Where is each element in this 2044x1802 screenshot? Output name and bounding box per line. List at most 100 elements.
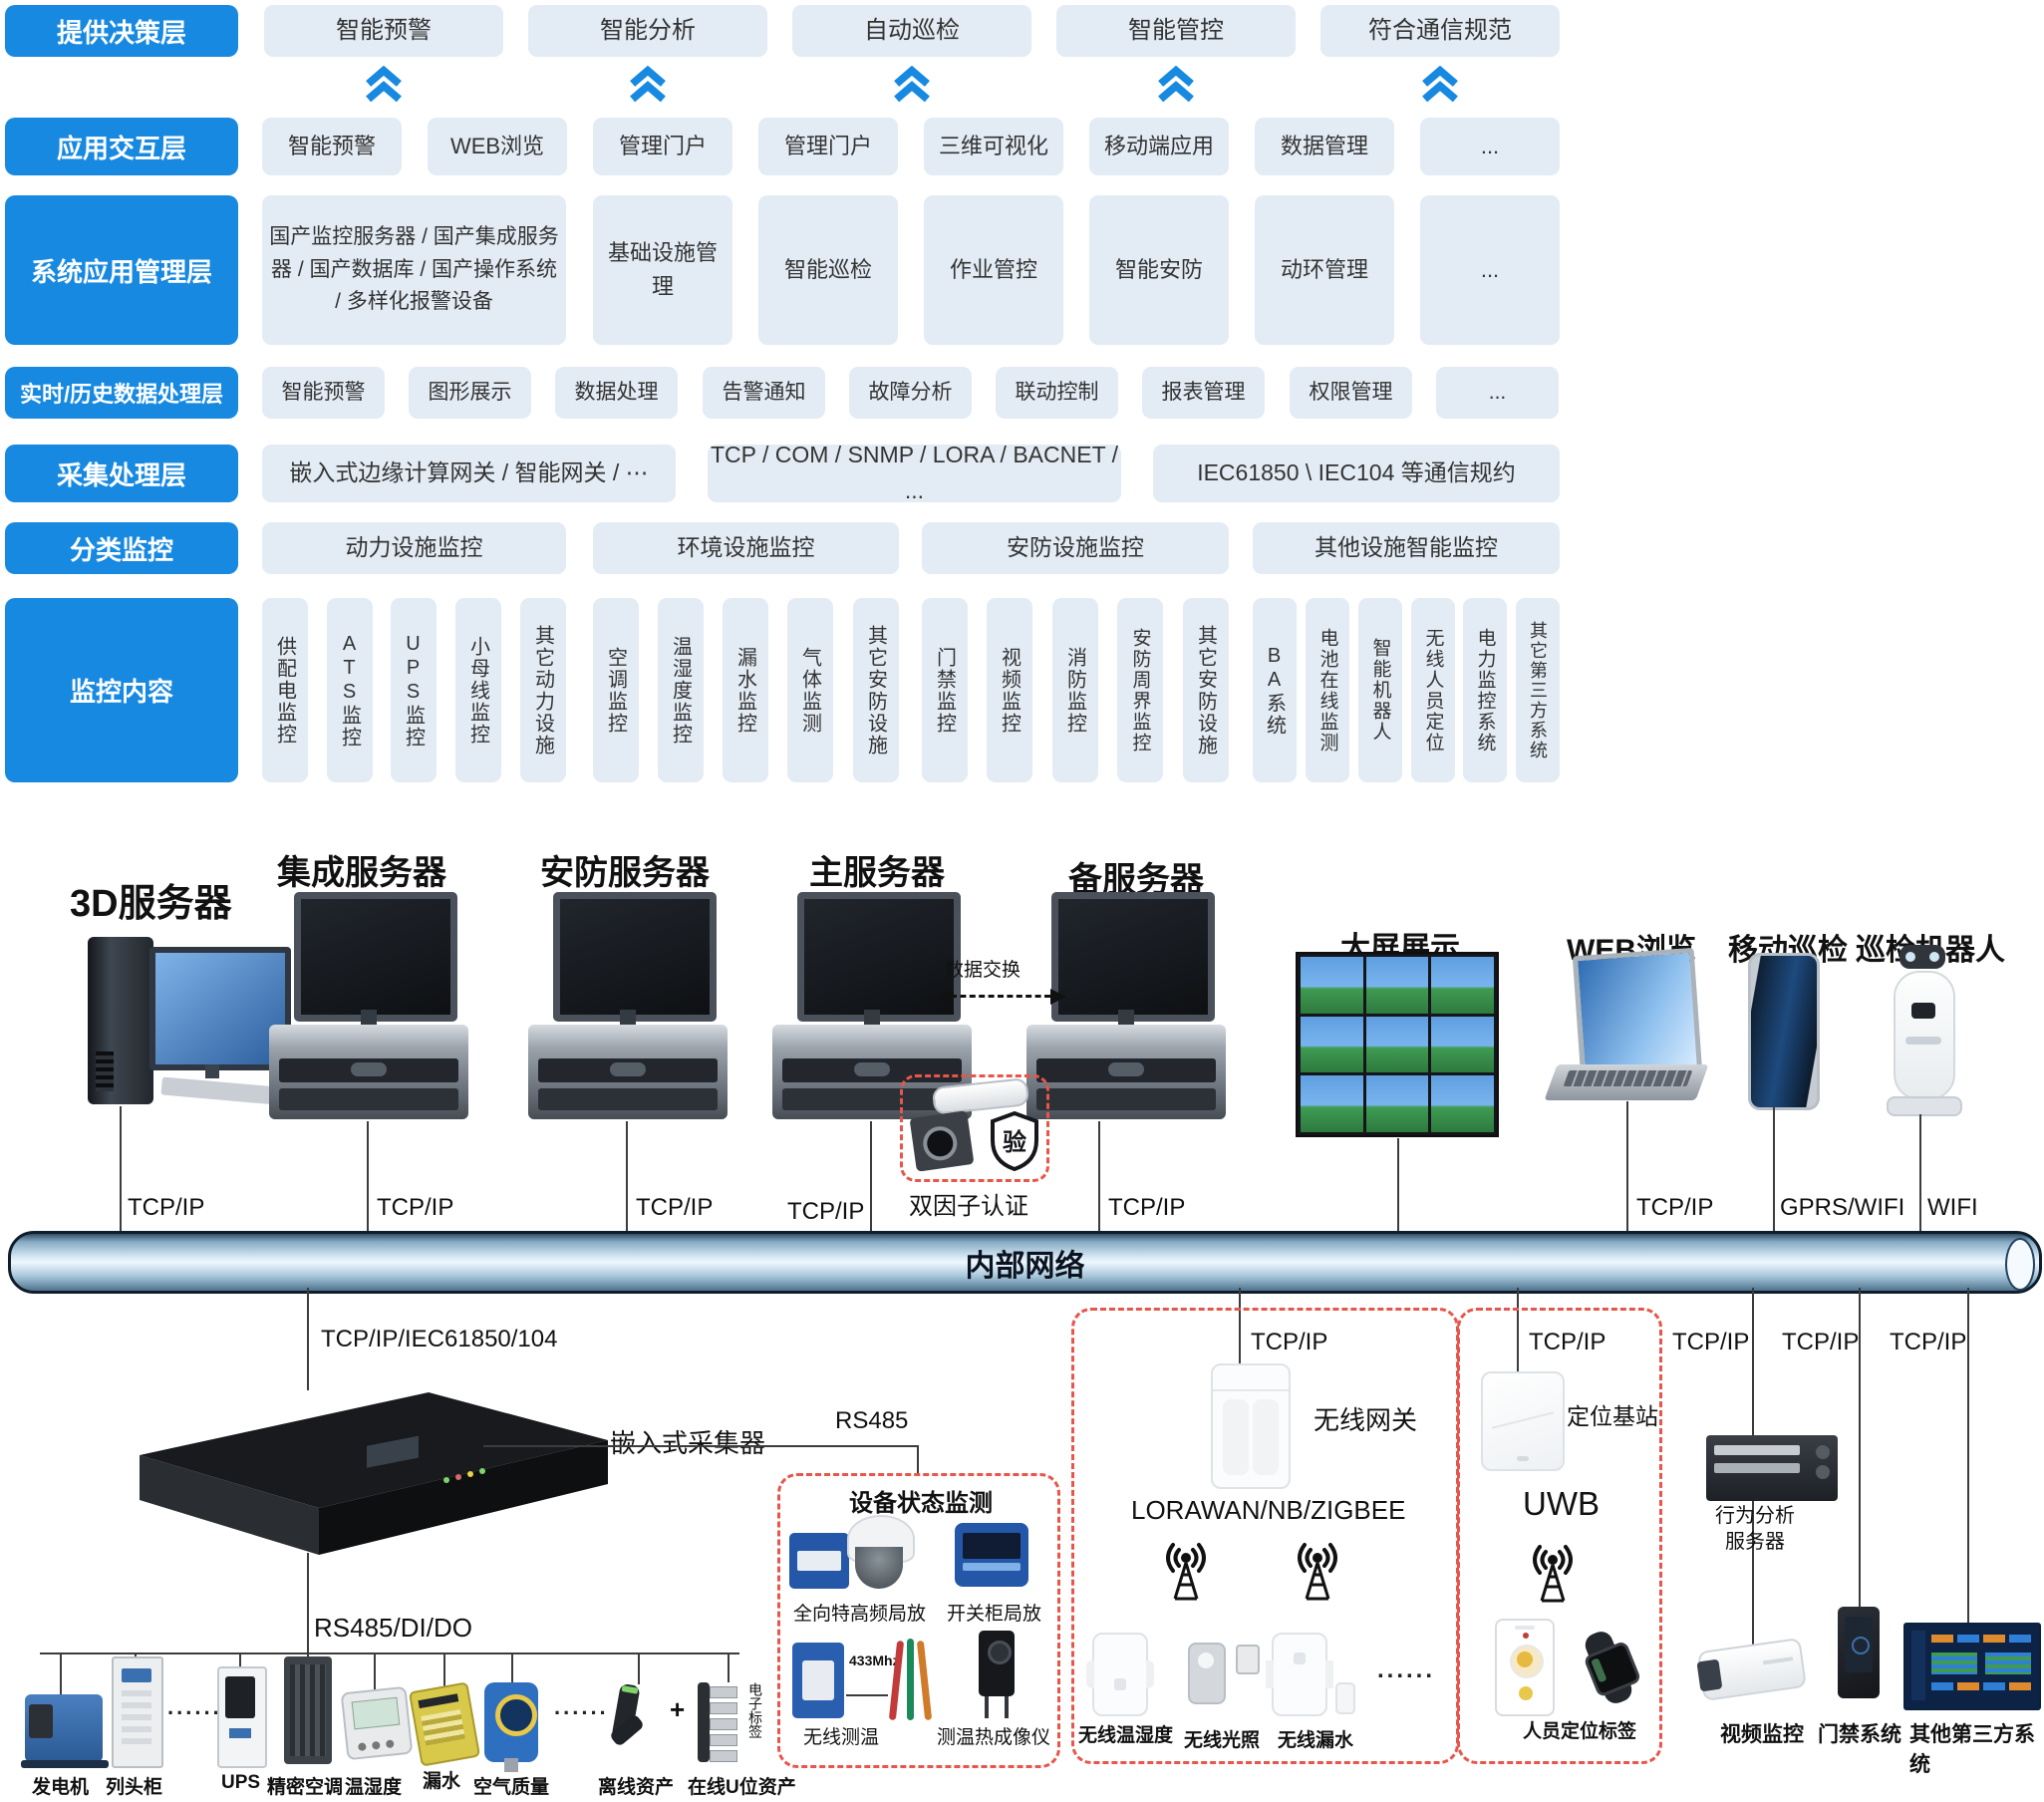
- connector-line: [626, 1121, 628, 1231]
- wireless-light-sensor-art: [1188, 1643, 1226, 1704]
- interaction-box: WEB浏览: [428, 118, 567, 175]
- data-exchange-arrow: [951, 995, 1050, 998]
- arrow-right-icon: [1050, 989, 1066, 1005]
- thermal-camera-art: [979, 1631, 1015, 1718]
- leak-probe-art: [1335, 1682, 1355, 1714]
- category-box: 环境设施监控: [593, 522, 899, 574]
- drop-line: [728, 1652, 730, 1682]
- third-party-label: 其他第三方系统: [1909, 1723, 2035, 1776]
- device-label: 空气质量: [473, 1777, 550, 1798]
- device-label: 温湿度: [345, 1777, 403, 1798]
- acquisition-box: 嵌入式边缘计算网关 / 智能网关 / ⋯: [262, 445, 676, 502]
- uwb-label: UWB: [1523, 1485, 1600, 1522]
- server-title-security: 安防服务器: [540, 854, 710, 892]
- drop-line: [374, 1652, 376, 1689]
- chevron-up-icon: [630, 65, 666, 103]
- switchgear-pd-art: [955, 1523, 1028, 1587]
- air-quality-art: [484, 1682, 538, 1772]
- wireless-leak-sensor-art: [1266, 1633, 1333, 1716]
- monitor-stand: [620, 1010, 636, 1025]
- connector-line: [1859, 1288, 1861, 1607]
- tower-vents: [96, 1051, 114, 1091]
- server-title-3d: 3D服务器: [70, 883, 232, 925]
- layer-label-data-processing: 实时/历史数据处理层: [5, 367, 238, 419]
- etag-art: [710, 1734, 737, 1746]
- interaction-box: ...: [1420, 118, 1560, 175]
- pipe-end-cap: [2005, 1238, 2035, 1291]
- category-box: 动力设施监控: [262, 522, 566, 574]
- drop-line: [638, 1652, 640, 1684]
- protocol-label: WIFI: [1927, 1194, 1978, 1221]
- robot-body-art: [1894, 971, 1955, 1100]
- status-item-label: 无线测温: [803, 1727, 880, 1748]
- system-app-box: 作业管控: [924, 195, 1063, 345]
- protocol-label: TCP/IP/IEC61850/104: [321, 1326, 558, 1352]
- data-exchange-label: 数据交换: [945, 960, 1022, 981]
- monitor-col: ATS监控: [327, 598, 373, 782]
- dome-lens-art: [855, 1547, 903, 1589]
- server-title-main: 主服务器: [809, 854, 945, 892]
- internal-network-pipe: 内部网络: [8, 1231, 2042, 1294]
- chevron-up-icon: [894, 65, 930, 103]
- layer-label-decision: 提供决策层: [5, 5, 238, 57]
- internal-network-label: 内部网络: [965, 1249, 1085, 1283]
- monitor-col: 视频监控: [987, 598, 1032, 782]
- monitor-col: 其它安防设施: [1183, 598, 1229, 782]
- uwb-box: [1457, 1308, 1662, 1764]
- connector-line: [367, 1121, 369, 1231]
- data-processing-box: 智能预警: [262, 367, 385, 419]
- system-app-box: 国产监控服务器 / 国产集成服务器 / 国产数据库 / 国产操作系统 / 多样化…: [262, 195, 566, 345]
- connector-line: [307, 1553, 309, 1652]
- rs485-line: [917, 1445, 919, 1473]
- antenna-icon: [1166, 1543, 1206, 1601]
- freq-label: 433Mhz: [849, 1652, 900, 1668]
- device-label: UPS: [221, 1772, 261, 1793]
- monitor-col: 消防监控: [1052, 598, 1098, 782]
- bullet-camera-art: [1696, 1638, 1807, 1701]
- connector-line: [1517, 1288, 1519, 1373]
- status-item-label: 测温热成像仪: [937, 1727, 1051, 1748]
- data-processing-box: 报表管理: [1142, 367, 1265, 419]
- monitor-stand: [1118, 1010, 1134, 1025]
- status-item-label: 全向特高频局放: [793, 1604, 927, 1625]
- etag-art: [710, 1686, 737, 1698]
- decision-box: 智能管控: [1056, 5, 1296, 57]
- behavior-server-art: [1706, 1435, 1838, 1501]
- etag-art: [710, 1718, 737, 1730]
- access-panel-art: [1838, 1607, 1880, 1698]
- monitor-col: 漏水监控: [723, 598, 768, 782]
- ups-art: [217, 1666, 267, 1768]
- access-system-label: 门禁系统: [1818, 1723, 1901, 1746]
- ellipsis: ......: [1377, 1656, 1436, 1683]
- protocol-label: TCP/IP: [128, 1194, 205, 1221]
- connector-line: [1098, 1121, 1100, 1231]
- embedded-collector-label: 嵌入式采集器: [610, 1428, 766, 1458]
- monitor-stand: [361, 1010, 377, 1025]
- freq-line: [846, 1694, 888, 1696]
- positioning-base-label: 定位基站: [1567, 1403, 1658, 1429]
- etag-art: [710, 1702, 737, 1714]
- wireless-item-label: 无线温湿度: [1078, 1725, 1174, 1746]
- monitor-col: BA系统: [1253, 598, 1297, 782]
- data-processing-box: 权限管理: [1290, 367, 1412, 419]
- water-leak-art: [408, 1681, 481, 1767]
- video-monitor-label: 视频监控: [1720, 1723, 1804, 1746]
- device-label: 发电机: [32, 1777, 90, 1798]
- interaction-box: 管理门户: [593, 118, 732, 175]
- chevron-up-icon: [366, 65, 402, 103]
- decision-box: 自动巡检: [792, 5, 1031, 57]
- temp-humidity-art: [340, 1685, 414, 1761]
- monitor-col: 温湿度监控: [658, 598, 704, 782]
- system-app-box: 智能安防: [1089, 195, 1229, 345]
- connector-line: [1239, 1288, 1241, 1363]
- monitor-col: 电池在线监测: [1306, 598, 1349, 782]
- personnel-tag-label: 人员定位标签: [1523, 1721, 1637, 1742]
- system-app-box: 智能巡检: [758, 195, 898, 345]
- system-app-box: ...: [1420, 195, 1560, 345]
- generator-art: [21, 1694, 109, 1768]
- interaction-box: 移动端应用: [1089, 118, 1229, 175]
- third-party-dashboard-art: [1903, 1623, 2041, 1710]
- monitor-col: 其它安防设施: [853, 598, 899, 782]
- server-title-integration: 集成服务器: [277, 854, 446, 892]
